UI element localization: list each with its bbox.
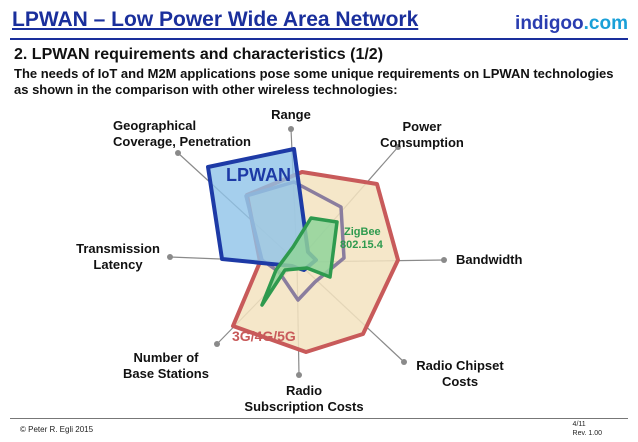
copyright-text: © Peter R. Egli 2015 [20, 425, 94, 434]
axis-dot-base-stations [214, 341, 220, 347]
axis-label-power-line1: Power [402, 119, 442, 134]
brand-main: indigoo [515, 13, 584, 34]
axis-label-coverage: Geographical Coverage, Penetration [113, 118, 259, 150]
page-info: 4/11 Rev. 1.00 [573, 420, 602, 438]
axis-label-latency-line1: Transmission [76, 241, 160, 256]
revision-text: Rev. 1.00 [572, 430, 602, 437]
axis-dot-chipset [401, 359, 407, 365]
axis-label-power-line2: Consumption [380, 135, 464, 150]
axis-label-coverage-line2: Coverage, Penetration [113, 134, 251, 149]
page-number: 4/11 [572, 421, 586, 428]
header-divider [10, 38, 628, 40]
axis-label-base-stations-line2: Base Stations [123, 366, 209, 381]
axis-label-latency-line2: Latency [93, 257, 143, 272]
axis-label-chipset: Radio Chipset Costs [408, 358, 512, 390]
section-intro: The needs of IoT and M2M applications po… [14, 66, 614, 97]
axis-label-latency: Transmission Latency [72, 241, 164, 273]
lpwan-label: LPWAN [226, 165, 291, 185]
cellular-label: 3G/4G/5G [232, 328, 296, 344]
axis-dot-bandwidth [441, 257, 447, 263]
axis-dot-coverage [175, 150, 181, 156]
brand-suffix: .com [583, 13, 628, 34]
axis-label-base-stations: Number of Base Stations [118, 350, 214, 382]
page-title: LPWAN – Low Power Wide Area Network [12, 8, 419, 31]
footer-divider [10, 418, 628, 419]
axis-label-range: Range [268, 107, 314, 123]
axis-label-chipset-line1: Radio Chipset [416, 358, 504, 373]
section-heading: 2. LPWAN requirements and characteristic… [14, 46, 384, 63]
axis-label-subscription-line2: Subscription Costs [244, 399, 364, 414]
axis-label-bandwidth-line1: Bandwidth [456, 252, 523, 267]
zigbee-polygon [260, 216, 339, 307]
axis-label-range-line1: Range [271, 107, 311, 122]
axis-label-bandwidth: Bandwidth [456, 252, 530, 268]
axis-endpoints [167, 126, 447, 378]
brand-logo: indigoo.com [515, 13, 628, 35]
axis-label-subscription: Radio Subscription Costs [240, 383, 368, 415]
axis-dot-power [395, 144, 401, 150]
axis-label-coverage-line1: Geographical [113, 118, 197, 133]
axis-label-subscription-line1: Radio [285, 383, 323, 398]
zigbee-label-line1: ZigBee [344, 226, 381, 238]
axis-label-power: Power Consumption [374, 119, 470, 151]
zigbee-label-line2: 802.15.4 [340, 239, 384, 251]
axis-dot-subscription [296, 372, 302, 378]
axis-dot-range [288, 126, 294, 132]
axis-label-base-stations-line1: Number of [133, 350, 199, 365]
axis-dot-latency [167, 254, 173, 260]
axis-label-chipset-line2: Costs [441, 374, 479, 389]
